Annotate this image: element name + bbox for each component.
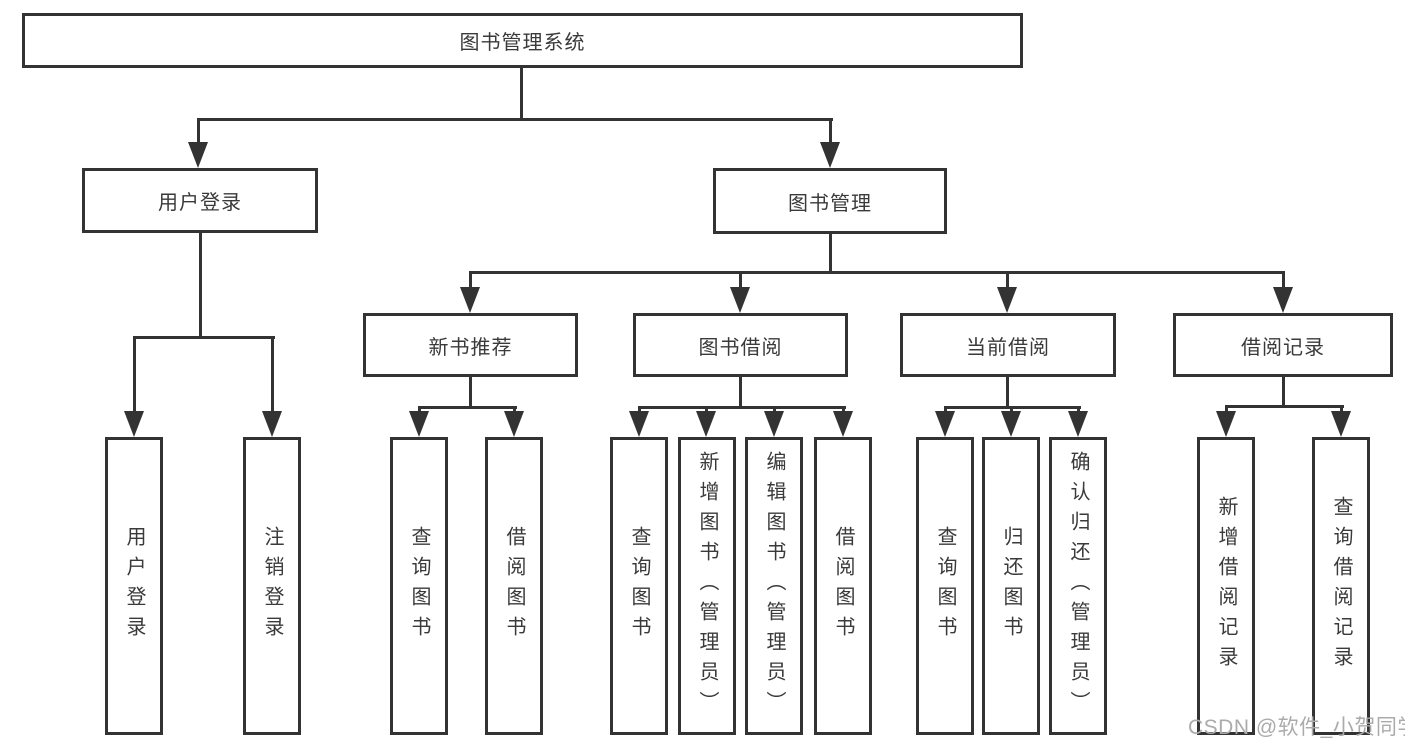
node-book-management: 图书管理 <box>713 168 947 234</box>
node-label: 编辑图书（管理员） <box>763 451 785 721</box>
arrow-down-icon <box>504 411 524 437</box>
connector-vline <box>1282 377 1285 408</box>
connector-hline <box>418 406 517 409</box>
node-label: 新书推荐 <box>428 336 513 359</box>
node-cb-confirm-return-admin: 确认归还（管理员） <box>1049 437 1107 735</box>
connector-vline <box>271 336 274 416</box>
arrow-down-icon <box>188 142 208 168</box>
arrow-down-icon <box>460 287 480 313</box>
connector-vline <box>469 377 472 409</box>
connector-hline <box>1225 405 1344 408</box>
node-label: 注销登录 <box>261 526 283 646</box>
arrow-down-icon <box>124 411 144 437</box>
node-label: 新增图书（管理员） <box>696 451 718 721</box>
node-label: 借阅图书 <box>832 526 854 646</box>
arrow-down-icon <box>997 287 1017 313</box>
arrow-down-icon <box>696 411 716 437</box>
connector-hline <box>133 336 275 339</box>
connector-vline <box>739 271 742 291</box>
connector-vline <box>739 377 742 409</box>
arrow-down-icon <box>409 411 429 437</box>
node-label: 图书管理系统 <box>459 32 586 54</box>
node-cb-query-books: 查询图书 <box>916 437 974 735</box>
arrow-down-icon <box>1331 411 1351 437</box>
node-borrowing-records: 借阅记录 <box>1173 313 1393 377</box>
node-label: 查询图书 <box>934 526 956 646</box>
node-bb-borrow-books: 借阅图书 <box>814 437 872 735</box>
arrow-down-icon <box>629 411 649 437</box>
connector-hline <box>197 118 833 121</box>
node-label: 图书管理 <box>788 192 872 215</box>
arrow-down-icon <box>935 411 955 437</box>
node-label: 借阅图书 <box>503 526 525 646</box>
connector-vline <box>469 271 472 291</box>
node-label: 查询借阅记录 <box>1330 496 1352 676</box>
connector-vline <box>520 68 523 119</box>
node-user-login: 用户登录 <box>82 168 318 233</box>
connector-vline <box>133 336 136 416</box>
node-label: 图书借阅 <box>698 336 783 359</box>
connector-vline <box>1282 271 1285 291</box>
node-label: 用户登录 <box>158 192 242 214</box>
arrow-down-icon <box>764 411 784 437</box>
arrow-down-icon <box>262 411 282 437</box>
arrow-down-icon <box>1068 411 1088 437</box>
connector-vline <box>829 118 832 146</box>
node-new-book-recommendation: 新书推荐 <box>363 313 578 377</box>
arrow-down-icon <box>820 142 840 168</box>
node-label: 借阅记录 <box>1241 336 1325 359</box>
node-label: 查询图书 <box>628 526 650 646</box>
node-bb-edit-books-admin: 编辑图书（管理员） <box>745 437 803 735</box>
connector-vline <box>829 234 832 274</box>
arrow-down-icon <box>833 411 853 437</box>
node-logout: 注销登录 <box>243 437 301 735</box>
arrow-down-icon <box>1216 411 1236 437</box>
node-label: 查询图书 <box>408 526 430 646</box>
node-cb-return-books: 归还图书 <box>982 437 1040 735</box>
node-nbr-query-books: 查询图书 <box>390 437 448 735</box>
connector-hline <box>469 271 1285 274</box>
node-br-query-record: 查询借阅记录 <box>1312 437 1370 735</box>
node-bb-add-books-admin: 新增图书（管理员） <box>678 437 736 735</box>
node-library-management-system: 图书管理系统 <box>22 13 1023 68</box>
connector-vline <box>1006 271 1009 291</box>
node-nbr-borrow-books: 借阅图书 <box>485 437 543 735</box>
node-current-borrowing: 当前借阅 <box>900 313 1116 377</box>
connector-vline <box>199 233 202 339</box>
watermark: CSDN @软件_小贺同学 <box>1188 716 1405 739</box>
node-label: 归还图书 <box>1000 526 1022 646</box>
node-label: 用户登录 <box>123 526 145 646</box>
arrow-down-icon <box>1001 411 1021 437</box>
connector-hline <box>638 406 846 409</box>
node-label: 新增借阅记录 <box>1215 496 1237 676</box>
arrow-down-icon <box>1273 287 1293 313</box>
node-br-add-record: 新增借阅记录 <box>1197 437 1255 735</box>
arrow-down-icon <box>730 287 750 313</box>
node-user-login-action: 用户登录 <box>105 437 163 735</box>
connector-vline <box>1006 377 1009 409</box>
node-book-borrowing: 图书借阅 <box>633 313 848 377</box>
node-bb-query-books: 查询图书 <box>610 437 668 735</box>
node-label: 当前借阅 <box>966 336 1050 359</box>
node-label: 确认归还（管理员） <box>1067 451 1089 721</box>
connector-vline <box>197 118 200 146</box>
